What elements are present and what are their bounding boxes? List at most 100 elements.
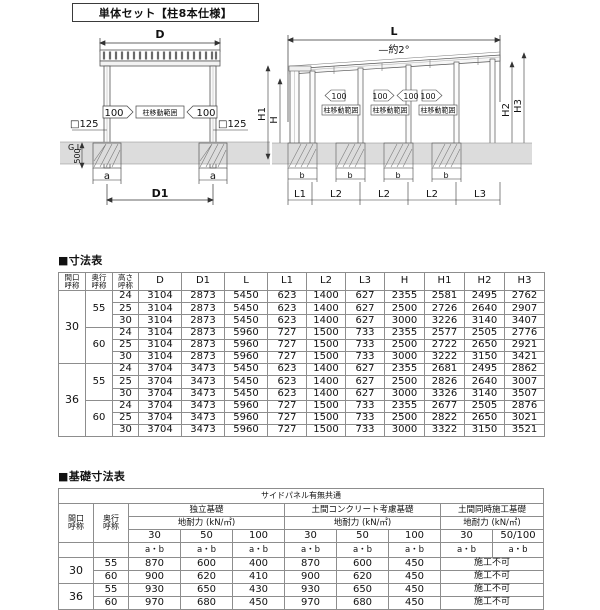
cell-L1: 623 (267, 375, 307, 389)
cell-L1: 727 (267, 399, 307, 413)
foundation-cell-value-1: 970 (128, 596, 181, 610)
move-range-label-2: 柱移動範囲 (373, 106, 408, 115)
cell-L: 5450 (224, 387, 268, 401)
foundation-bearing-value-2: 50 (180, 529, 233, 543)
span-label-L2-1: L2 (330, 189, 342, 200)
footing-label-b-2: b (347, 171, 352, 180)
cell-H: 3000 (384, 387, 425, 401)
cell-H2: 3150 (464, 424, 505, 438)
foundation-ab-label-8: a・b (492, 542, 544, 558)
foundation-cell-value-6: 450 (388, 557, 441, 571)
cell-D: 3704 (138, 424, 182, 438)
cell-L3: 733 (345, 350, 385, 365)
cell-D1: 3473 (181, 411, 225, 426)
col-header-height-line2: 呼称 (118, 280, 133, 290)
cell-D1: 3473 (181, 387, 225, 401)
cell-L3: 627 (345, 314, 385, 328)
cell-L2: 1400 (306, 314, 346, 328)
foundation-cell-value-2: 650 (180, 583, 233, 597)
cell-H2: 2495 (464, 363, 505, 377)
foundation-type-header-2: 土間コンクリート考慮基礎 (284, 503, 441, 517)
foundation-cell-value-4: 930 (284, 583, 337, 597)
height-label-H3: H3 (513, 99, 524, 113)
cell-D: 3704 (138, 411, 182, 426)
move-arrow-1-label: 100 (331, 92, 346, 101)
foundation-ab-label-6: a・b (388, 542, 441, 558)
cell-L2: 1500 (306, 424, 346, 438)
move-range-group-2: 100 100 柱移動範囲 (370, 89, 419, 116)
dim-label-D: D (155, 28, 164, 41)
cell-L3: 733 (345, 424, 385, 438)
cell-height-nominal: 24 (112, 399, 139, 413)
col-header-H1: H1 (424, 272, 465, 291)
foundation-cell-value-1: 870 (128, 557, 181, 571)
cell-H: 2355 (384, 399, 425, 413)
height-label-H: H (269, 116, 280, 124)
cell-D: 3704 (138, 375, 182, 389)
move-arrow-4-label: 100 (420, 92, 435, 101)
foundation-cell-not-possible: 施工不可 (440, 570, 544, 584)
col-header-depth: 奥行 呼称 (85, 272, 113, 291)
cell-H3: 3407 (504, 314, 545, 328)
cell-width-nominal: 30 (58, 289, 86, 365)
cell-L1: 727 (267, 411, 307, 426)
foundation-bearing-value-1: 30 (128, 529, 181, 543)
cell-L2: 1500 (306, 399, 346, 413)
foundation-cell-value-5: 680 (336, 596, 389, 610)
cell-H3: 2876 (504, 399, 545, 413)
foundation-ab-label-4: a・b (284, 542, 337, 558)
foundation-cell-value-5: 650 (336, 583, 389, 597)
cell-H: 2500 (384, 411, 425, 426)
foundation-cell-value-1: 900 (128, 570, 181, 584)
cell-L1: 623 (267, 363, 307, 377)
footing-label-a-right: a (210, 171, 216, 182)
cell-D: 3704 (138, 399, 182, 413)
cell-D1: 2873 (181, 302, 225, 316)
cell-H2: 3140 (464, 314, 505, 328)
ground-line-label: G.L (68, 143, 82, 152)
cell-H3: 3507 (504, 387, 545, 401)
cell-height-nominal: 25 (112, 411, 139, 426)
foundation-ab-label-3: a・b (232, 542, 285, 558)
foundation-cell-width-nominal: 36 (58, 583, 94, 610)
cell-L: 5960 (224, 411, 268, 426)
foundation-cell-not-possible: 施工不可 (440, 583, 544, 597)
cell-H1: 3322 (424, 424, 465, 438)
cell-D: 3104 (138, 314, 182, 328)
cell-D: 3704 (138, 387, 182, 401)
foundation-bearing-value-7: 30 (440, 529, 493, 543)
cell-L: 5450 (224, 289, 268, 304)
cell-H: 2500 (384, 375, 425, 389)
foundation-cell-value-4: 900 (284, 570, 337, 584)
cell-L: 5450 (224, 375, 268, 389)
move-arrow-2-label: 100 (372, 92, 387, 101)
foundation-cell-value-3: 400 (232, 557, 285, 571)
cell-H2: 2640 (464, 302, 505, 316)
foundation-blank-cell-1 (58, 542, 94, 558)
col-header-width-line1: 間口 (64, 273, 80, 282)
cell-H3: 3521 (504, 424, 545, 438)
cell-height-nominal: 25 (112, 302, 139, 316)
foundation-table: サイドパネル有無共通 間口呼称奥行呼称独立基礎土間コンクリート考慮基礎土間同時施… (58, 488, 544, 610)
cell-L: 5960 (224, 338, 268, 352)
cell-height-nominal: 30 (112, 314, 139, 328)
foundation-col-header-width: 間口呼称 (58, 503, 94, 543)
col-header-L3: L3 (345, 272, 385, 291)
move-range-group-3: 100 柱移動範囲 (418, 89, 458, 116)
footing-label-b-4: b (443, 171, 448, 180)
foundation-bearing-label-row: 地耐力 (kN/㎡)地耐力 (kN/㎡)地耐力 (kN/㎡) (59, 516, 544, 530)
move-range-group-left: 100 柱移動範囲 100 (102, 105, 218, 119)
cell-depth-nominal: 60 (85, 326, 113, 365)
foundation-bearing-value-8: 50/100 (492, 529, 544, 543)
move-range-label-1: 柱移動範囲 (324, 106, 359, 115)
cell-H2: 2650 (464, 338, 505, 352)
foundation-table-container: サイドパネル有無共通 間口呼称奥行呼称独立基礎土間コンクリート考慮基礎土間同時施… (58, 488, 544, 610)
cell-L2: 1400 (306, 289, 346, 304)
